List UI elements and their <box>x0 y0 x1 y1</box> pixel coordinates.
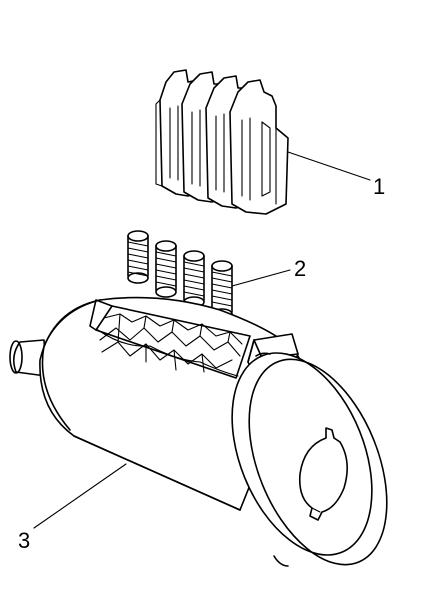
spring-4 <box>211 260 233 320</box>
leader-lines <box>33 151 371 529</box>
leader-line-1 <box>287 151 371 181</box>
cylinder-front-flange <box>231 352 388 567</box>
callout-1: 1 <box>373 174 385 199</box>
keyway <box>298 427 348 521</box>
springs <box>127 230 233 320</box>
spring-1 <box>127 230 149 284</box>
wafer-1 <box>229 79 289 215</box>
callout-3: 3 <box>18 528 30 553</box>
leader-line-3 <box>33 463 127 529</box>
wafer-slot <box>89 299 251 379</box>
leader-line-2 <box>231 269 291 287</box>
cylinder-bottom-edge <box>73 435 241 511</box>
tumbler-wafers <box>155 69 289 215</box>
callout-2: 2 <box>294 256 306 281</box>
cylinder-rear-edge <box>41 299 101 431</box>
spring-2 <box>155 240 177 298</box>
spring-3 <box>183 250 205 308</box>
cylinder-shaft <box>9 339 47 377</box>
wafer-edge-lines <box>155 99 163 187</box>
